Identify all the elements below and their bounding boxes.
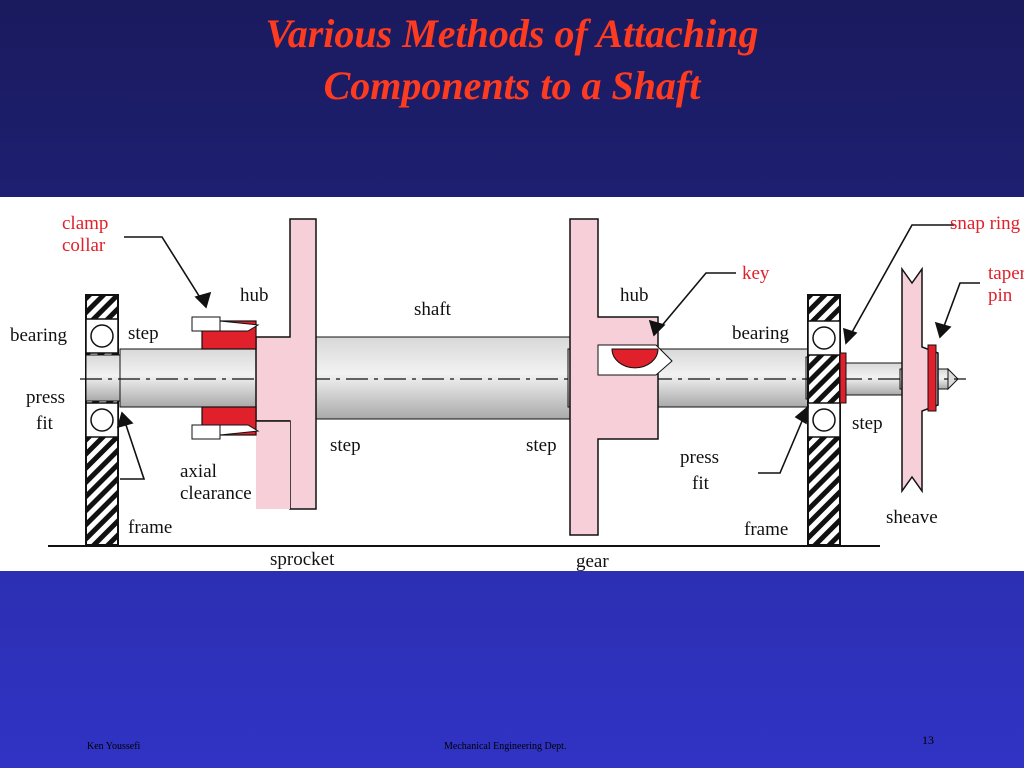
label-step-mid-left: step — [330, 435, 361, 456]
slide-title-line-2: Components to a Shaft — [323, 63, 701, 108]
label-gear: gear — [576, 551, 609, 571]
slide-title-line-1: Various Methods of Attaching — [265, 11, 759, 56]
label-pin: pin — [988, 285, 1013, 306]
label-sheave: sheave — [886, 507, 938, 528]
bearing-right — [807, 320, 841, 438]
label-frame-right: frame — [744, 519, 788, 540]
footer-author: Ken Youssefi — [87, 741, 141, 752]
label-snap-ring: snap ring — [950, 213, 1021, 234]
label-hub-left: hub — [240, 285, 269, 306]
label-fit-left: fit — [36, 413, 54, 434]
label-bearing-right: bearing — [732, 323, 789, 344]
sprocket — [255, 218, 317, 510]
label-hub-right: hub — [620, 285, 649, 306]
shaft-diagram-panel: clamp collar hub shaft hub key snap ring… — [0, 197, 1024, 571]
footer-department: Mechanical Engineering Dept. — [444, 741, 567, 752]
label-step-right: step — [852, 413, 883, 434]
label-collar: collar — [62, 235, 106, 256]
label-fit-right: fit — [692, 473, 710, 494]
snap-ring — [839, 352, 847, 404]
label-press-left: press — [26, 387, 65, 408]
label-axial: axial — [180, 461, 217, 482]
taper-pin — [927, 344, 937, 412]
label-clearance: clearance — [180, 483, 252, 504]
leader-lines — [116, 224, 980, 480]
shaft-diagram: clamp collar hub shaft hub key snap ring… — [10, 213, 1024, 571]
label-step-mid-right: step — [526, 435, 557, 456]
gear — [569, 218, 673, 536]
label-key: key — [742, 263, 770, 284]
bearing-left — [85, 318, 119, 438]
clamp-collar — [191, 316, 260, 440]
label-step-left-top: step — [128, 323, 159, 344]
label-sprocket: sprocket — [270, 549, 335, 570]
label-frame-left: frame — [128, 517, 172, 538]
label-clamp: clamp — [62, 213, 108, 234]
label-taper: taper — [988, 263, 1024, 284]
key — [611, 348, 659, 369]
label-press-right: press — [680, 447, 719, 468]
sheave — [901, 266, 939, 494]
slide-title: Various Methods of Attaching Components … — [0, 8, 1024, 112]
label-bearing-left: bearing — [10, 325, 67, 346]
page-number: 13 — [922, 733, 934, 747]
label-shaft: shaft — [414, 299, 452, 320]
